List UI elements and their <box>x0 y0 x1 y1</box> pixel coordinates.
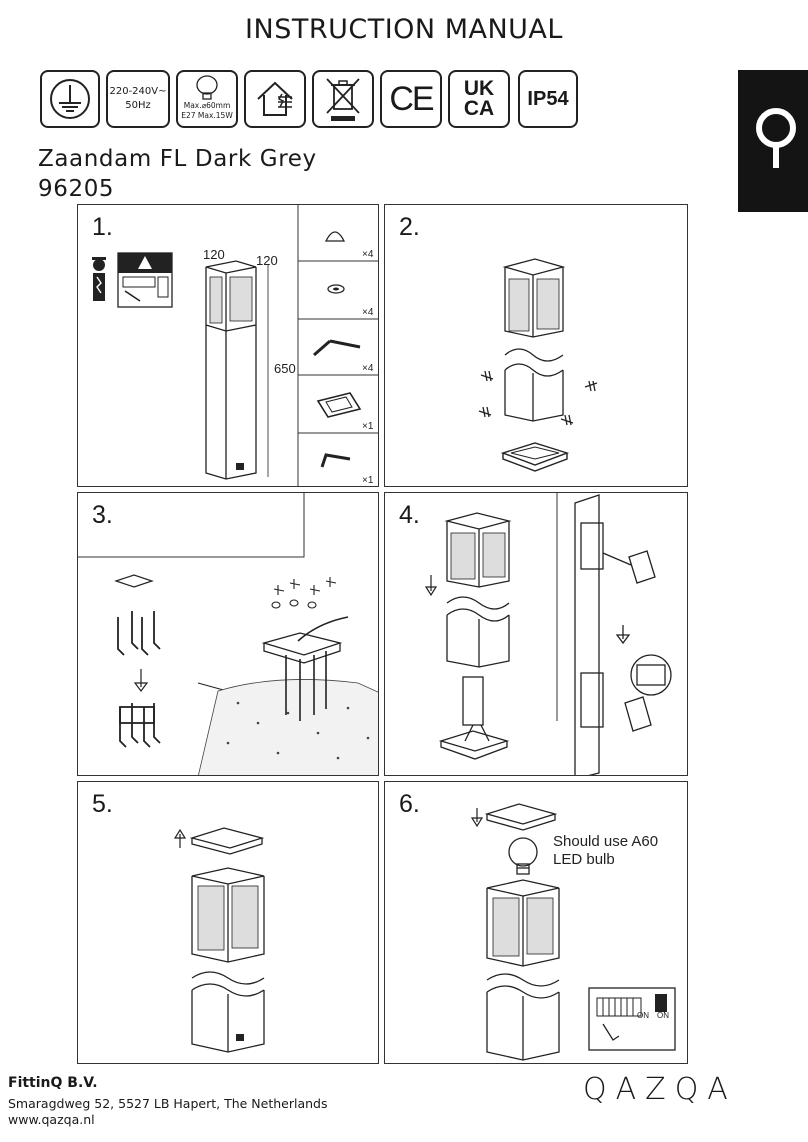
ip-rating-badge: IP54 <box>518 70 578 128</box>
part-qty: ×1 <box>362 421 374 432</box>
dim-height-label: 650 <box>274 361 296 376</box>
qazqa-q-logo-icon <box>756 108 796 168</box>
manual-title: INSTRUCTION MANUAL <box>245 14 563 45</box>
company-address: Smaragdweg 52, 5527 LB Hapert, The Nethe… <box>8 1096 328 1111</box>
led-bulb-icon <box>508 837 538 875</box>
part-cap-nut-icon <box>324 231 346 242</box>
dim-depth-label: 120 <box>256 253 278 268</box>
bulb-note-line1: Should use A60 <box>553 833 658 850</box>
step-number: 6. <box>399 790 420 818</box>
down-arrow-icon <box>615 625 631 645</box>
bulb-spec-badge: Max.⌀60mm E27 Max.15W <box>176 70 238 128</box>
switch-on-label: ON <box>637 1011 649 1020</box>
step-4-panel: 4. <box>384 492 688 776</box>
bulb-icon <box>196 75 218 100</box>
step-number: 4. <box>399 501 420 529</box>
step-5-illustration <box>173 827 265 1053</box>
step-6-illustration: Should use A60 LED bulb ON ON <box>470 803 676 1061</box>
step-number: 3. <box>92 501 113 529</box>
qazqa-logo: QAZQA <box>583 1072 737 1107</box>
earth-ground-icon <box>40 70 100 128</box>
down-arrow-icon <box>424 575 438 597</box>
ukca-mark: UK CA <box>448 70 510 128</box>
step-number: 5. <box>92 790 113 818</box>
part-anchor-bolt-icon <box>313 339 361 357</box>
company-website: www.qazqa.nl <box>8 1112 95 1127</box>
step-1-panel: 1. 120 120 650 <box>77 204 379 487</box>
step-4-illustration <box>424 493 672 775</box>
step-number: 2. <box>399 213 420 241</box>
down-arrow-icon <box>470 808 484 828</box>
screws-icon <box>478 370 598 426</box>
nuts-washers-icon <box>271 577 337 609</box>
product-code: 96205 <box>38 176 115 202</box>
part-qty: ×1 <box>362 475 374 486</box>
up-arrow-icon <box>173 828 187 848</box>
part-mounting-template-icon <box>316 392 362 418</box>
part-qty: ×4 <box>362 307 374 318</box>
step-2-illustration <box>478 258 598 472</box>
down-arrow-icon <box>133 669 149 692</box>
voltage-rating-badge: 220-240V~ 50Hz <box>106 70 170 128</box>
part-qty: ×4 <box>362 249 374 260</box>
product-name: Zaandam FL Dark Grey <box>38 146 317 172</box>
weee-crossed-bin-icon <box>312 70 374 128</box>
step-3-panel: 3. <box>77 492 379 776</box>
fuse-box-on-icon <box>588 987 676 1051</box>
product-info: Zaandam FL Dark Grey 96205 <box>38 144 317 204</box>
switch-on-label: ON <box>657 1011 669 1020</box>
step-6-panel: 6. Should use A60 LED bulb ON ON <box>384 781 688 1064</box>
step-number: 1. <box>92 213 113 241</box>
company-name: FittinQ B.V. <box>8 1075 98 1091</box>
brand-tab <box>738 70 808 212</box>
ce-mark: CE <box>380 70 442 128</box>
bulb-note-line2: LED bulb <box>553 851 615 868</box>
bollard-lamp-drawing <box>205 260 269 480</box>
fuse-box-off-icon <box>117 252 173 308</box>
part-qty: ×4 <box>362 363 374 374</box>
step-1-illustration: 120 120 650 ×4 ×4 ×4 ×1 ×1 <box>92 205 378 486</box>
electrician-warning-icon <box>92 257 106 301</box>
step-5-panel: 5. <box>77 781 379 1064</box>
step-3-illustration <box>78 493 378 775</box>
dim-width-label: 120 <box>203 247 225 262</box>
outdoor-use-icon <box>244 70 306 128</box>
step-2-panel: 2. <box>384 204 688 487</box>
company-contact: Smaragdweg 52, 5527 LB Hapert, The Nethe… <box>8 1096 328 1128</box>
part-washer-icon <box>327 284 345 294</box>
part-hex-key-icon <box>320 453 351 468</box>
